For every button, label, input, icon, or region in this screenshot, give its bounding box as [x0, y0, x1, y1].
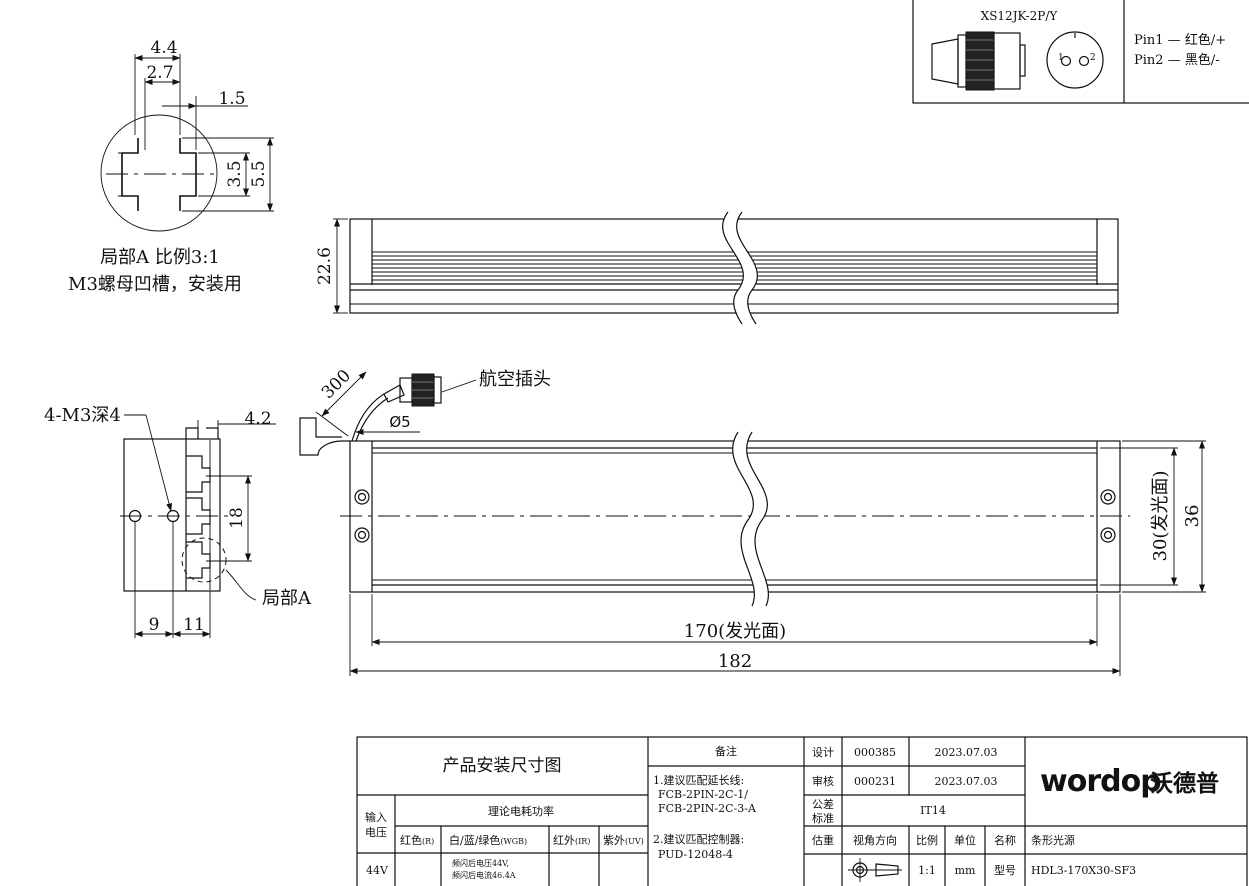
dim-2-7: 2.7 [146, 63, 173, 83]
dim-9: 9 [149, 615, 160, 635]
dim-1-5: 1.5 [218, 89, 245, 109]
name-value: 条形光源 [1031, 833, 1075, 847]
note2-controller: PUD-12048-4 [658, 848, 733, 861]
connector-label: 航空插头 [479, 369, 551, 390]
input-voltage-label-2: 电压 [365, 826, 387, 839]
col-uv: 紫外(UV) [603, 834, 644, 847]
dim-22-6: 22.6 [315, 247, 335, 285]
mounting-screws [354, 489, 1116, 543]
detail-a-label: 局部A [262, 588, 312, 609]
connector-model: XS12JK-2P/Y [981, 9, 1059, 23]
dim-emit-width: 30(发光面) [1150, 471, 1171, 562]
projection-symbol-icon [848, 858, 902, 882]
power-header: 理论电耗功率 [488, 804, 554, 818]
title-block: 产品安装尺寸图 输入 电压 理论电耗功率 红色(R) 白/蓝/绿色(WGB) 红… [356, 736, 1248, 886]
review-date: 2023.07.03 [935, 775, 998, 788]
design-date: 2023.07.03 [935, 746, 998, 759]
dim-4-2: 4.2 [244, 409, 271, 429]
model-label: 型号 [994, 863, 1016, 877]
name-label: 名称 [994, 833, 1016, 847]
weight-label: 估重 [812, 833, 834, 847]
dim-5-5: 5.5 [249, 160, 269, 187]
review-label: 审核 [812, 774, 834, 788]
tolerance-label-2: 标准 [812, 811, 834, 825]
col-wgb: 白/蓝/绿色(WGB) [449, 833, 527, 847]
side-view: 4-M3深4 4.2 18 9 11 局部A [44, 405, 312, 638]
col-ir: 红外(IR) [553, 834, 590, 847]
side-view-tslots [186, 440, 211, 590]
note2-title: 2.建议匹配控制器: [653, 832, 744, 846]
connector-face-icon: 1 2 [1046, 31, 1104, 89]
detail-caption-scale: 局部A 比例3:1 [100, 247, 220, 268]
note1-cable-2: FCB-2PIN-2C-3-A [658, 802, 757, 815]
dim-total-width: 36 [1182, 505, 1203, 528]
dim-emit-length: 170(发光面) [684, 621, 786, 642]
company-logo: wordop 沃德普 [1040, 764, 1219, 799]
design-id: 000385 [854, 746, 896, 759]
dim-cable-300: 300 [318, 366, 355, 403]
pin2-label: Pin2 — 黑色/- [1134, 52, 1220, 68]
design-label: 设计 [812, 746, 834, 759]
scale-label: 比例 [916, 833, 938, 847]
note1-cable-1: FCB-2PIN-2C-1/ [658, 788, 748, 801]
scale-value: 1:1 [918, 864, 936, 877]
connector-spec-box: XS12JK-2P/Y 1 2 Pin1 — 红色/+ Pin2 — 黑色/- [912, 0, 1249, 104]
dim-11: 11 [183, 615, 205, 635]
view-direction-label: 视角方向 [853, 833, 897, 847]
dim-3-5: 3.5 [225, 160, 245, 187]
wgb-note-voltage: 频闪后电压44V, [452, 858, 509, 868]
tolerance-label-1: 公差 [812, 797, 834, 811]
notes-header: 备注 [715, 744, 737, 758]
top-view: 22.6 [315, 211, 1119, 325]
logo-wordmark: wordop [1040, 764, 1161, 799]
drawing-title: 产品安装尺寸图 [443, 756, 562, 776]
detail-caption-purpose: M3螺母凹槽，安装用 [68, 274, 242, 295]
wgb-note-current: 频闪后电流46.4A [452, 870, 516, 880]
front-view: 300 Ø5 航空插头 170(发光面) 182 30(发光面) 36 [299, 366, 1206, 676]
pin2-number: 2 [1090, 53, 1096, 63]
top-view-fins [372, 251, 1097, 281]
note1-title: 1.建议匹配延长线: [653, 773, 744, 787]
cable-and-connector [299, 373, 442, 456]
dim-cable-diameter: Ø5 [389, 413, 410, 431]
tolerance-value: IT14 [920, 804, 946, 817]
connector-side-icon [931, 31, 1026, 91]
screw-hole-label: 4-M3深4 [44, 405, 121, 426]
unit-value: mm [955, 864, 976, 877]
logo-chinese: 沃德普 [1150, 770, 1219, 797]
voltage-value: 44V [366, 864, 389, 877]
input-voltage-label-1: 输入 [365, 810, 387, 824]
detail-a-view: 4.4 2.7 1.5 3.5 5.5 局部A 比例3:1 M3螺母凹槽，安装用 [68, 38, 274, 295]
model-value: HDL3-170X30-SF3 [1031, 864, 1136, 877]
dim-4-4: 4.4 [150, 38, 177, 58]
col-red: 红色(R) [400, 833, 434, 847]
review-id: 000231 [854, 775, 896, 788]
pin1-number: 1 [1058, 53, 1064, 63]
dim-18: 18 [227, 507, 247, 529]
dim-total-length: 182 [718, 651, 752, 672]
unit-label: 单位 [954, 833, 976, 847]
pin1-label: Pin1 — 红色/+ [1134, 32, 1226, 48]
